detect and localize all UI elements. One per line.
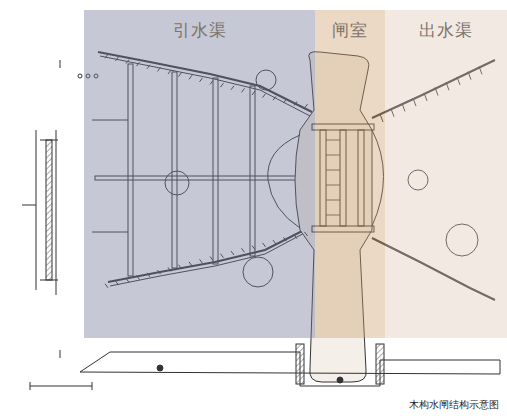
channel-band: 出水渠 bbox=[385, 10, 507, 338]
band-heading: 闸室 bbox=[315, 10, 385, 42]
band-heading: 引水渠 bbox=[84, 10, 315, 42]
band-heading: 出水渠 bbox=[385, 10, 507, 42]
channel-band: 引水渠 bbox=[84, 10, 315, 338]
figure-caption: 木构水闸结构示意图 bbox=[407, 398, 501, 412]
channel-band: 闸室 bbox=[315, 10, 385, 338]
